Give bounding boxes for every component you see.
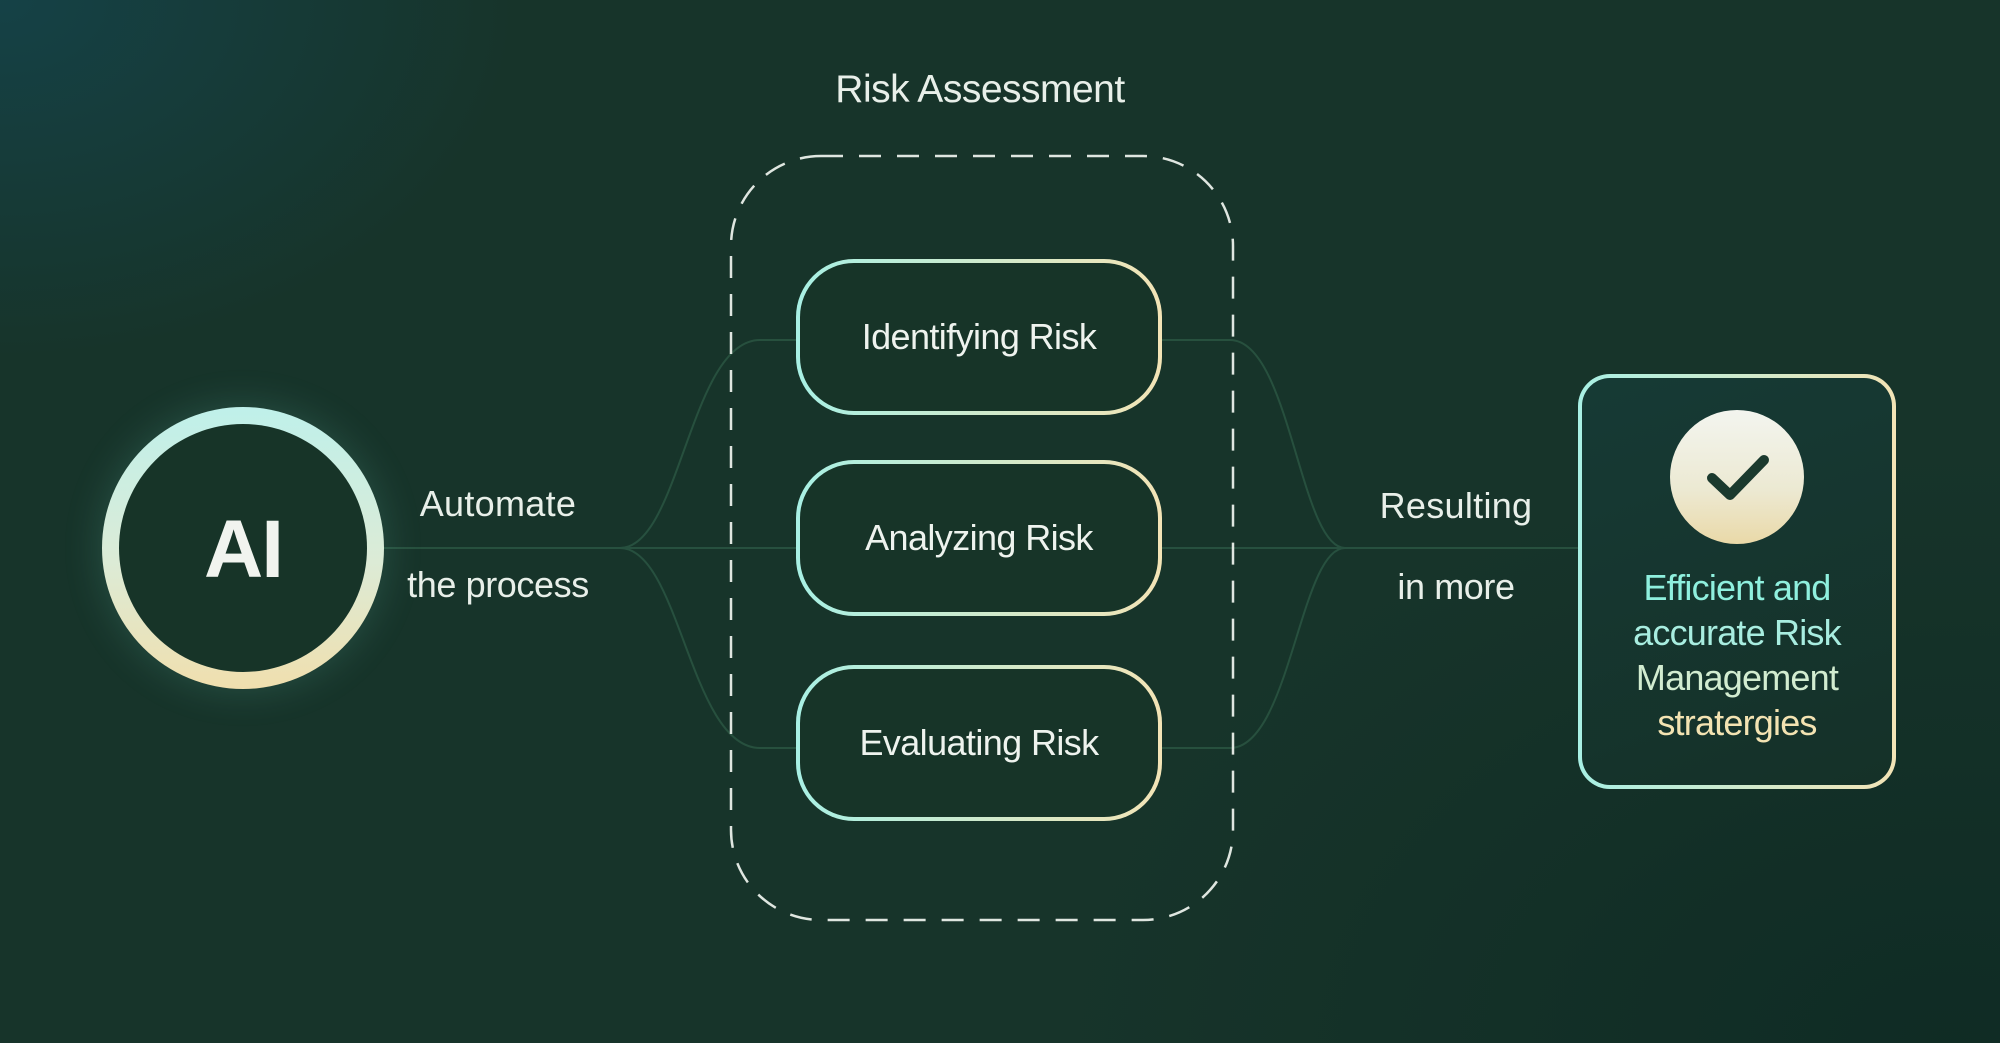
connector-evaluate-to-hub: [1162, 547, 1346, 749]
connector-hub-to-identify: [619, 339, 796, 549]
connector-identify-to-hub: [1162, 339, 1346, 549]
step-identifying-risk: Identifying Risk: [796, 259, 1162, 415]
result-line-4: stratergies: [1657, 702, 1817, 743]
diagram-title: Risk Assessment: [835, 68, 1125, 111]
step-label: Identifying Risk: [861, 316, 1097, 357]
right-connector-line1: Resulting: [1379, 485, 1533, 526]
left-connector-line2: the process: [407, 564, 589, 605]
step-label: Evaluating Risk: [859, 722, 1099, 763]
check-icon: [1707, 455, 1769, 500]
result-text: Efficient and accurate Risk Management s…: [1587, 565, 1887, 745]
step-analyzing-risk: Analyzing Risk: [796, 460, 1162, 616]
result-line-1: Efficient and: [1643, 567, 1831, 608]
step-evaluating-risk: Evaluating Risk: [796, 665, 1162, 821]
step-label: Analyzing Risk: [865, 517, 1093, 558]
result-line-3: Management: [1635, 657, 1839, 698]
right-connector-line2: in more: [1397, 566, 1515, 607]
left-connector-line1: Automate: [419, 483, 577, 524]
connector-hub-to-evaluate: [619, 547, 796, 749]
ai-badge-label: AI: [204, 504, 284, 595]
result-line-2: accurate Risk: [1633, 612, 1841, 653]
risk-assessment-group-border: [729, 154, 1235, 922]
ai-badge-ring: [102, 407, 384, 689]
check-badge: [1670, 410, 1804, 544]
